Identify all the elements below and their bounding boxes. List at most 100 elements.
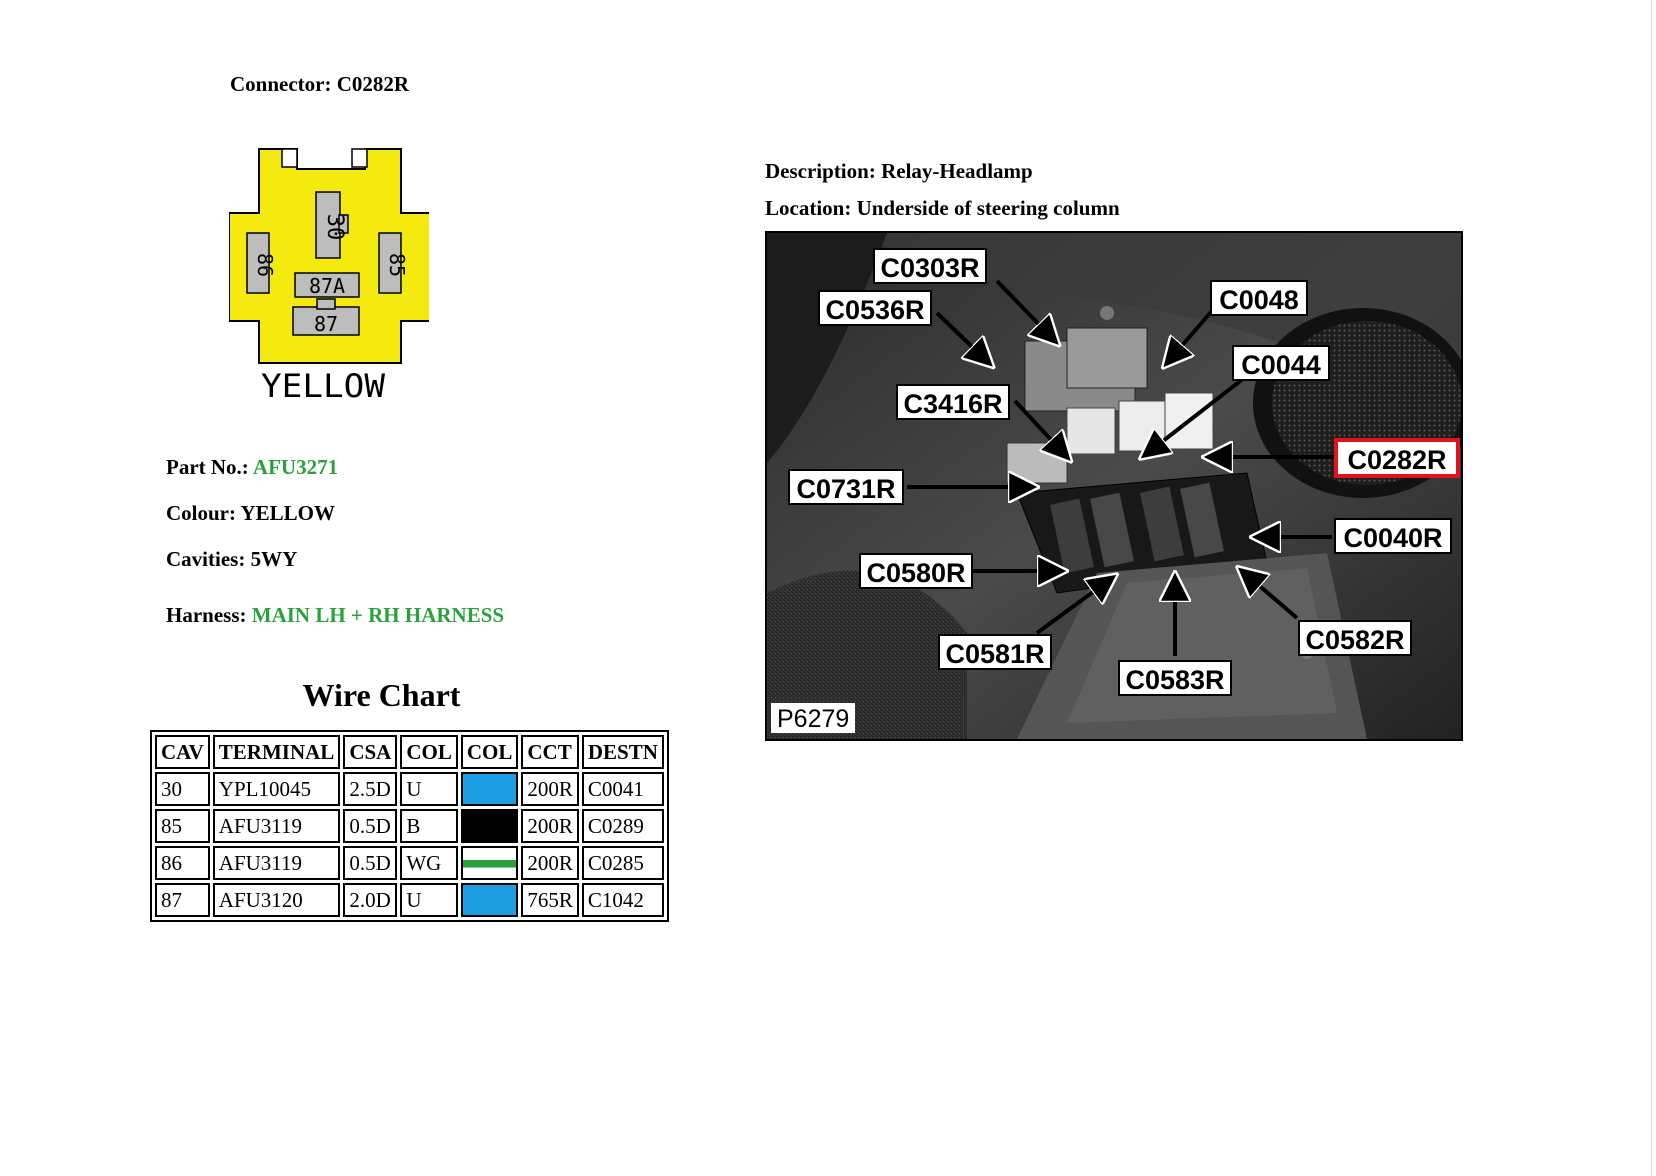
cell-csa: 2.0D bbox=[343, 883, 398, 917]
callout-c0731r: C0731R bbox=[796, 474, 895, 504]
header-cav: CAV bbox=[155, 735, 210, 769]
callout-c0583r: C0583R bbox=[1125, 665, 1224, 695]
colour-line: Colour: YELLOW bbox=[166, 501, 335, 526]
cell-destn[interactable]: C0289 bbox=[581, 809, 664, 843]
part-number-label: Part No.: bbox=[166, 455, 249, 479]
callout-c3416r: C3416R bbox=[903, 389, 1002, 419]
keyway-left bbox=[281, 148, 298, 168]
cell-col-code: WG bbox=[400, 846, 458, 880]
connector-id: C0282R bbox=[336, 72, 410, 96]
location-label: Location: bbox=[765, 196, 852, 220]
callout-c0044: C0044 bbox=[1241, 350, 1321, 380]
location-value: Underside of steering column bbox=[856, 196, 1120, 220]
cell-terminal[interactable]: AFU3120 bbox=[212, 883, 341, 917]
part-number-value[interactable]: AFU3271 bbox=[252, 455, 339, 479]
wire-chart-title: Wire Chart bbox=[302, 677, 461, 713]
cell-terminal[interactable]: YPL10045 bbox=[212, 772, 341, 806]
callout-c0040r: C0040R bbox=[1343, 523, 1442, 553]
location-line: Location: Underside of steering column bbox=[765, 196, 1120, 221]
colour-label: Colour: bbox=[166, 501, 236, 525]
pin-86-label: 86 bbox=[253, 253, 277, 277]
pin-87-label: 87 bbox=[314, 312, 338, 336]
cell-cct: 200R bbox=[521, 846, 579, 880]
pin-87: 87 bbox=[292, 298, 360, 336]
header-destn: DESTN bbox=[581, 735, 664, 769]
pin-30: 30 bbox=[315, 191, 349, 259]
harness-label: Harness: bbox=[166, 603, 247, 627]
cell-destn[interactable]: C1042 bbox=[581, 883, 664, 917]
highlight-box bbox=[1334, 438, 1460, 478]
callout-c0048: C0048 bbox=[1219, 285, 1299, 315]
header-col-code: COL bbox=[400, 735, 458, 769]
cell-csa: 0.5D bbox=[343, 809, 398, 843]
cell-destn[interactable]: C0041 bbox=[581, 772, 664, 806]
cavities-label: Cavities: bbox=[166, 547, 246, 571]
cell-col-code: U bbox=[400, 772, 458, 806]
cell-cav: 30 bbox=[155, 772, 210, 806]
part-number-line: Part No.: AFU3271 bbox=[166, 455, 338, 480]
description-value: Relay-Headlamp bbox=[881, 159, 1033, 183]
pin-86: 86 bbox=[246, 232, 277, 294]
description-label: Description: bbox=[765, 159, 876, 183]
cell-cav: 86 bbox=[155, 846, 210, 880]
wire-color-swatch bbox=[462, 848, 517, 878]
cell-col-swatch bbox=[460, 846, 519, 880]
location-photo: C0303R C0536R C0048 C0044 C3416R C0282R … bbox=[765, 231, 1473, 741]
callout-c0580r: C0580R bbox=[866, 558, 965, 588]
photo-ref: P6279 bbox=[777, 705, 849, 733]
callout-c0581r: C0581R bbox=[945, 639, 1044, 669]
pin-85-label: 85 bbox=[385, 253, 409, 277]
connector-label: Connector: bbox=[230, 72, 332, 96]
cell-col-swatch bbox=[460, 809, 519, 843]
pin-30-label: 30 bbox=[322, 214, 347, 241]
harness-value[interactable]: MAIN LH + RH HARNESS bbox=[251, 603, 505, 627]
cavities-value: 5WY bbox=[250, 547, 298, 571]
wire-chart-header-row: CAV TERMINAL CSA COL COL CCT DESTN bbox=[155, 735, 664, 769]
cell-terminal[interactable]: AFU3119 bbox=[212, 809, 341, 843]
pin-87a-label: 87A bbox=[309, 274, 345, 298]
cell-col-swatch bbox=[460, 772, 519, 806]
cell-cct: 765R bbox=[521, 883, 579, 917]
wire-color-swatch bbox=[462, 811, 517, 841]
photo-ref-box bbox=[771, 703, 855, 733]
connector-title: Connector: C0282R bbox=[230, 72, 409, 97]
connector-color-caption: YELLOW bbox=[261, 367, 386, 405]
header-terminal: TERMINAL bbox=[212, 735, 341, 769]
cavities-line: Cavities: 5WY bbox=[166, 547, 297, 572]
cell-destn[interactable]: C0285 bbox=[581, 846, 664, 880]
cell-cct: 200R bbox=[521, 772, 579, 806]
keyway-right bbox=[351, 148, 368, 168]
cell-col-code: B bbox=[400, 809, 458, 843]
callout-arrows bbox=[907, 279, 1337, 656]
pin-85: 85 bbox=[378, 232, 409, 294]
callout-c0282r: C0282R bbox=[1347, 445, 1446, 475]
callout-c0582r: C0582R bbox=[1305, 625, 1404, 655]
cell-col-swatch bbox=[460, 883, 519, 917]
callout-labels: C0303R C0536R C0048 C0044 C3416R C0282R … bbox=[788, 248, 1460, 696]
cell-cav: 85 bbox=[155, 809, 210, 843]
cell-csa: 0.5D bbox=[343, 846, 398, 880]
cell-cct: 200R bbox=[521, 809, 579, 843]
header-csa: CSA bbox=[343, 735, 398, 769]
header-col-swatch: COL bbox=[460, 735, 519, 769]
colour-value: YELLOW bbox=[240, 501, 336, 525]
location-photo-svg: C0303R C0536R C0048 C0044 C3416R C0282R … bbox=[767, 233, 1473, 739]
cell-terminal[interactable]: AFU3119 bbox=[212, 846, 341, 880]
wire-color-swatch bbox=[462, 774, 517, 804]
description-line: Description: Relay-Headlamp bbox=[765, 159, 1033, 184]
callout-c0536r: C0536R bbox=[825, 295, 924, 325]
cell-col-code: U bbox=[400, 883, 458, 917]
cell-csa: 2.5D bbox=[343, 772, 398, 806]
page-edge-line bbox=[1651, 0, 1652, 1176]
cell-cav: 87 bbox=[155, 883, 210, 917]
wire-color-swatch bbox=[462, 885, 517, 915]
pin-87a: 87A bbox=[294, 272, 360, 298]
harness-line: Harness: MAIN LH + RH HARNESS bbox=[166, 603, 504, 628]
callout-c0303r: C0303R bbox=[880, 253, 979, 283]
connector-face-diagram: 30 86 85 87A 87 YELLOW bbox=[229, 148, 429, 405]
